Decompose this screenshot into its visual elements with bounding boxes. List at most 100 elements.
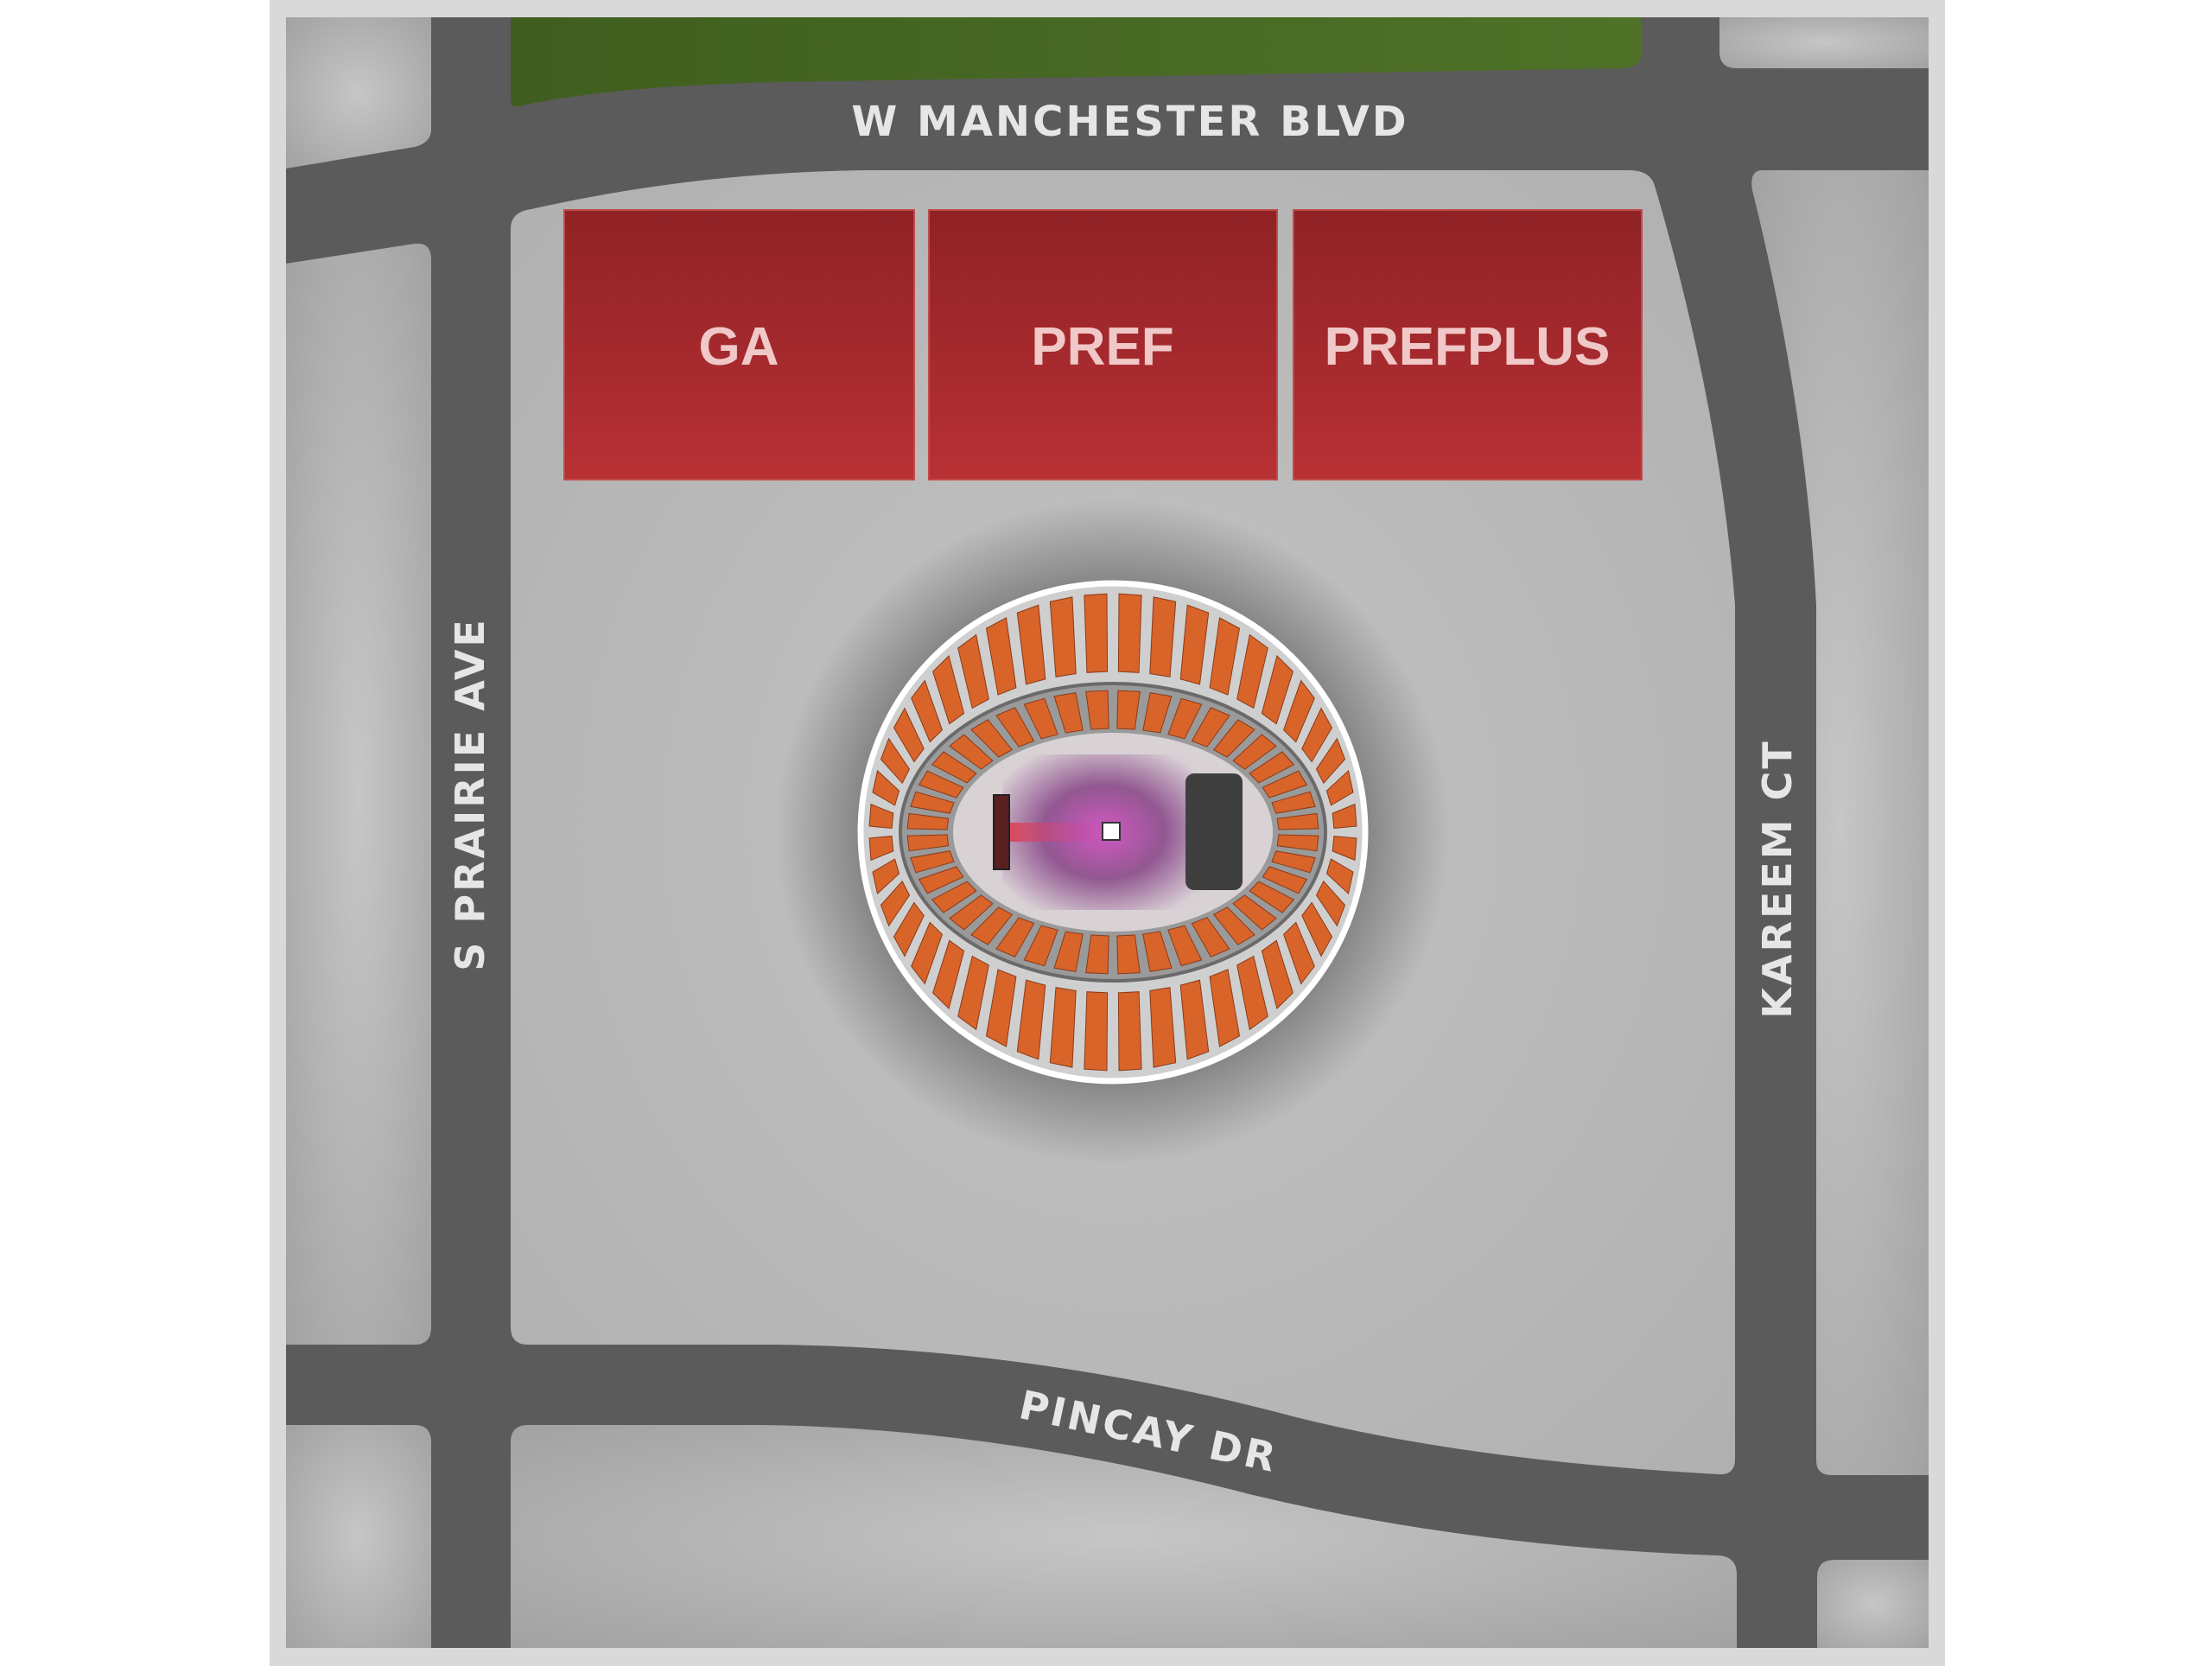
seating-section[interactable] bbox=[1301, 707, 1333, 763]
inner-seating-ring bbox=[906, 690, 1319, 975]
seating-section[interactable] bbox=[949, 734, 994, 770]
seating-section[interactable] bbox=[931, 751, 977, 784]
seating-section[interactable] bbox=[1149, 596, 1177, 677]
seating-section[interactable] bbox=[1016, 979, 1046, 1060]
seating-section[interactable] bbox=[1179, 979, 1210, 1060]
section-prefplus-area[interactable] bbox=[1293, 209, 1643, 480]
seating-section[interactable] bbox=[1049, 596, 1077, 677]
seating-section[interactable] bbox=[1116, 934, 1141, 975]
seating-section[interactable] bbox=[1325, 858, 1354, 895]
seating-section[interactable] bbox=[932, 939, 965, 1009]
seating-section[interactable] bbox=[932, 655, 965, 725]
seating-section[interactable] bbox=[910, 791, 955, 814]
seating-section[interactable] bbox=[918, 770, 964, 798]
seating-section[interactable] bbox=[1315, 737, 1346, 785]
seating-section[interactable] bbox=[1271, 850, 1316, 874]
section-prefplus-label: PREFPLUS bbox=[1325, 317, 1611, 377]
rear-floor-seating[interactable] bbox=[1185, 773, 1243, 890]
seating-section[interactable] bbox=[1209, 617, 1241, 696]
seating-section[interactable] bbox=[957, 633, 989, 709]
seating-section[interactable] bbox=[995, 707, 1035, 747]
seating-section[interactable] bbox=[1212, 906, 1255, 945]
seating-section[interactable] bbox=[1149, 987, 1177, 1068]
seating-section[interactable] bbox=[1116, 690, 1141, 730]
seating-section[interactable] bbox=[1332, 836, 1357, 862]
seating-section[interactable] bbox=[893, 707, 925, 763]
seating-section[interactable] bbox=[911, 679, 943, 743]
seating-section[interactable] bbox=[970, 719, 1014, 758]
seating-section[interactable] bbox=[1117, 991, 1142, 1072]
section-ga[interactable]: GA bbox=[563, 209, 915, 480]
seating-section[interactable] bbox=[1085, 690, 1109, 730]
seating-section[interactable] bbox=[1085, 934, 1109, 975]
seating-section[interactable] bbox=[1261, 655, 1294, 725]
seating-section[interactable] bbox=[931, 881, 977, 913]
section-ga-label: GA bbox=[699, 317, 779, 377]
street-label-east: KAREEM CT bbox=[1754, 739, 1801, 1018]
seating-section[interactable] bbox=[1262, 866, 1308, 894]
seating-section[interactable] bbox=[1301, 901, 1333, 957]
seating-section[interactable] bbox=[957, 955, 989, 1031]
seating-section[interactable] bbox=[1023, 697, 1058, 740]
seating-section[interactable] bbox=[911, 921, 943, 985]
seating-section[interactable] bbox=[1023, 925, 1058, 967]
section-pref-area[interactable] bbox=[928, 209, 1278, 480]
seating-section[interactable] bbox=[1167, 925, 1203, 967]
seating-section[interactable] bbox=[985, 617, 1017, 696]
seating-section[interactable] bbox=[906, 812, 950, 830]
seating-section[interactable] bbox=[1209, 969, 1241, 1047]
block-bottom-right bbox=[1817, 1560, 1929, 1648]
seating-section[interactable] bbox=[1117, 593, 1142, 673]
seating-section[interactable] bbox=[1142, 931, 1173, 972]
seating-section[interactable] bbox=[868, 836, 894, 862]
seating-section[interactable] bbox=[1283, 921, 1315, 985]
section-ga-area[interactable] bbox=[563, 209, 915, 480]
seating-section[interactable] bbox=[1325, 769, 1354, 806]
block-right bbox=[1751, 170, 1929, 1475]
seating-section[interactable] bbox=[1016, 604, 1046, 685]
seating-section[interactable] bbox=[1315, 880, 1346, 927]
section-pref[interactable]: PREF bbox=[928, 209, 1278, 480]
seating-section[interactable] bbox=[949, 894, 994, 931]
seating-section[interactable] bbox=[1236, 633, 1268, 709]
seating-section[interactable] bbox=[1261, 939, 1294, 1009]
seating-section[interactable] bbox=[872, 858, 900, 895]
seating-section[interactable] bbox=[995, 917, 1035, 957]
seating-section[interactable] bbox=[1053, 692, 1084, 734]
seating-section[interactable] bbox=[1262, 770, 1308, 798]
seating-section[interactable] bbox=[1249, 751, 1295, 784]
seating-section[interactable] bbox=[1191, 917, 1230, 957]
seating-section[interactable] bbox=[880, 880, 911, 927]
seating-section[interactable] bbox=[1249, 881, 1295, 913]
seating-section[interactable] bbox=[1167, 697, 1203, 740]
seating-section[interactable] bbox=[985, 969, 1017, 1047]
seating-section[interactable] bbox=[910, 850, 955, 874]
seating-section[interactable] bbox=[1276, 812, 1319, 830]
seating-section[interactable] bbox=[1191, 707, 1230, 747]
seating-section[interactable] bbox=[868, 803, 894, 829]
seating-section[interactable] bbox=[1332, 803, 1357, 829]
seating-section[interactable] bbox=[1271, 791, 1316, 814]
seating-section[interactable] bbox=[906, 834, 950, 852]
center-stage bbox=[1102, 822, 1121, 841]
runway bbox=[994, 823, 1106, 842]
seating-section[interactable] bbox=[1049, 987, 1077, 1068]
section-prefplus[interactable]: PREFPLUS bbox=[1293, 209, 1643, 480]
seating-section[interactable] bbox=[1084, 991, 1109, 1072]
seating-section[interactable] bbox=[1142, 692, 1173, 734]
seating-section[interactable] bbox=[970, 906, 1014, 945]
seating-section[interactable] bbox=[872, 769, 900, 806]
seating-section[interactable] bbox=[1236, 955, 1268, 1031]
seating-section[interactable] bbox=[1084, 593, 1109, 673]
seating-section[interactable] bbox=[880, 737, 911, 785]
seating-section[interactable] bbox=[918, 866, 964, 894]
seating-section[interactable] bbox=[1283, 679, 1315, 743]
seating-section[interactable] bbox=[1053, 931, 1084, 972]
seating-section[interactable] bbox=[1232, 894, 1277, 931]
seating-section[interactable] bbox=[1232, 734, 1277, 770]
seating-section[interactable] bbox=[1212, 719, 1255, 758]
seating-section[interactable] bbox=[1179, 604, 1210, 685]
seating-section[interactable] bbox=[893, 901, 925, 957]
seating-section[interactable] bbox=[1276, 834, 1319, 852]
